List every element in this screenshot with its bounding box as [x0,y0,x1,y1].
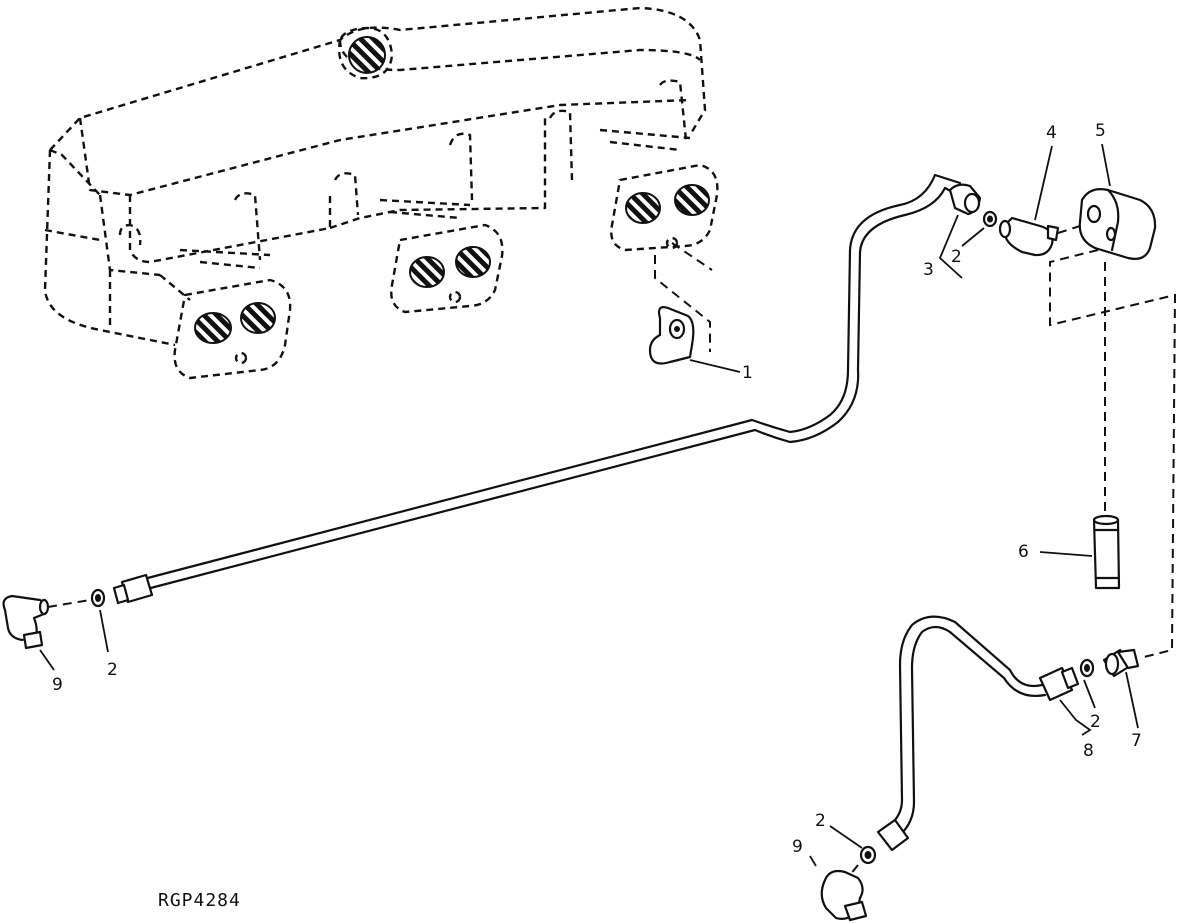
callout-5: 5 [1095,121,1106,141]
callout-9-left: 9 [52,675,63,695]
left-assembly-line [47,599,91,608]
tube-clip [648,306,695,365]
callout-4: 4 [1046,123,1057,143]
upper-tube-nut [948,183,982,216]
upper-assembly-line [1057,225,1081,234]
lower-tube-nut-bottom [876,818,910,852]
leader-lines [39,143,1139,867]
callout-1: 1 [742,363,753,383]
seal-ring-left [90,588,106,608]
callout-2-bottom: 2 [815,811,826,831]
elbow-fitting-left [2,594,50,650]
lower-tube-nut-right [1038,666,1080,702]
callout-8: 8 [1083,741,1094,761]
seal-ring-upper [982,210,998,228]
callout-2-left: 2 [107,660,118,680]
callout-2-upper: 2 [951,247,962,267]
seal-ring-bottom [859,845,877,865]
elbow-fitting-upper [998,216,1060,257]
callout-7: 7 [1131,731,1142,751]
connector-fitting [1102,648,1140,678]
pipe-sleeve [1092,514,1121,590]
hidden-routing-lines [1049,249,1177,659]
connector-block [1078,188,1157,260]
lower-oil-tube [888,615,1047,837]
elbow-fitting-bottom [820,869,868,922]
callouts: 1 2 3 4 5 6 2 9 2 7 8 2 9 [52,121,1142,857]
callout-9-bottom: 9 [792,837,803,857]
seal-ring-right [1079,658,1095,678]
exhaust-manifold-phantom [43,6,719,380]
long-oil-tube [138,173,962,592]
callout-2-right: 2 [1090,712,1101,732]
figure-id: RGP4284 [158,890,241,911]
callout-3: 3 [923,260,934,280]
bottom-assembly-line [849,864,859,876]
left-tube-nut [112,573,154,605]
callout-6: 6 [1018,542,1029,562]
